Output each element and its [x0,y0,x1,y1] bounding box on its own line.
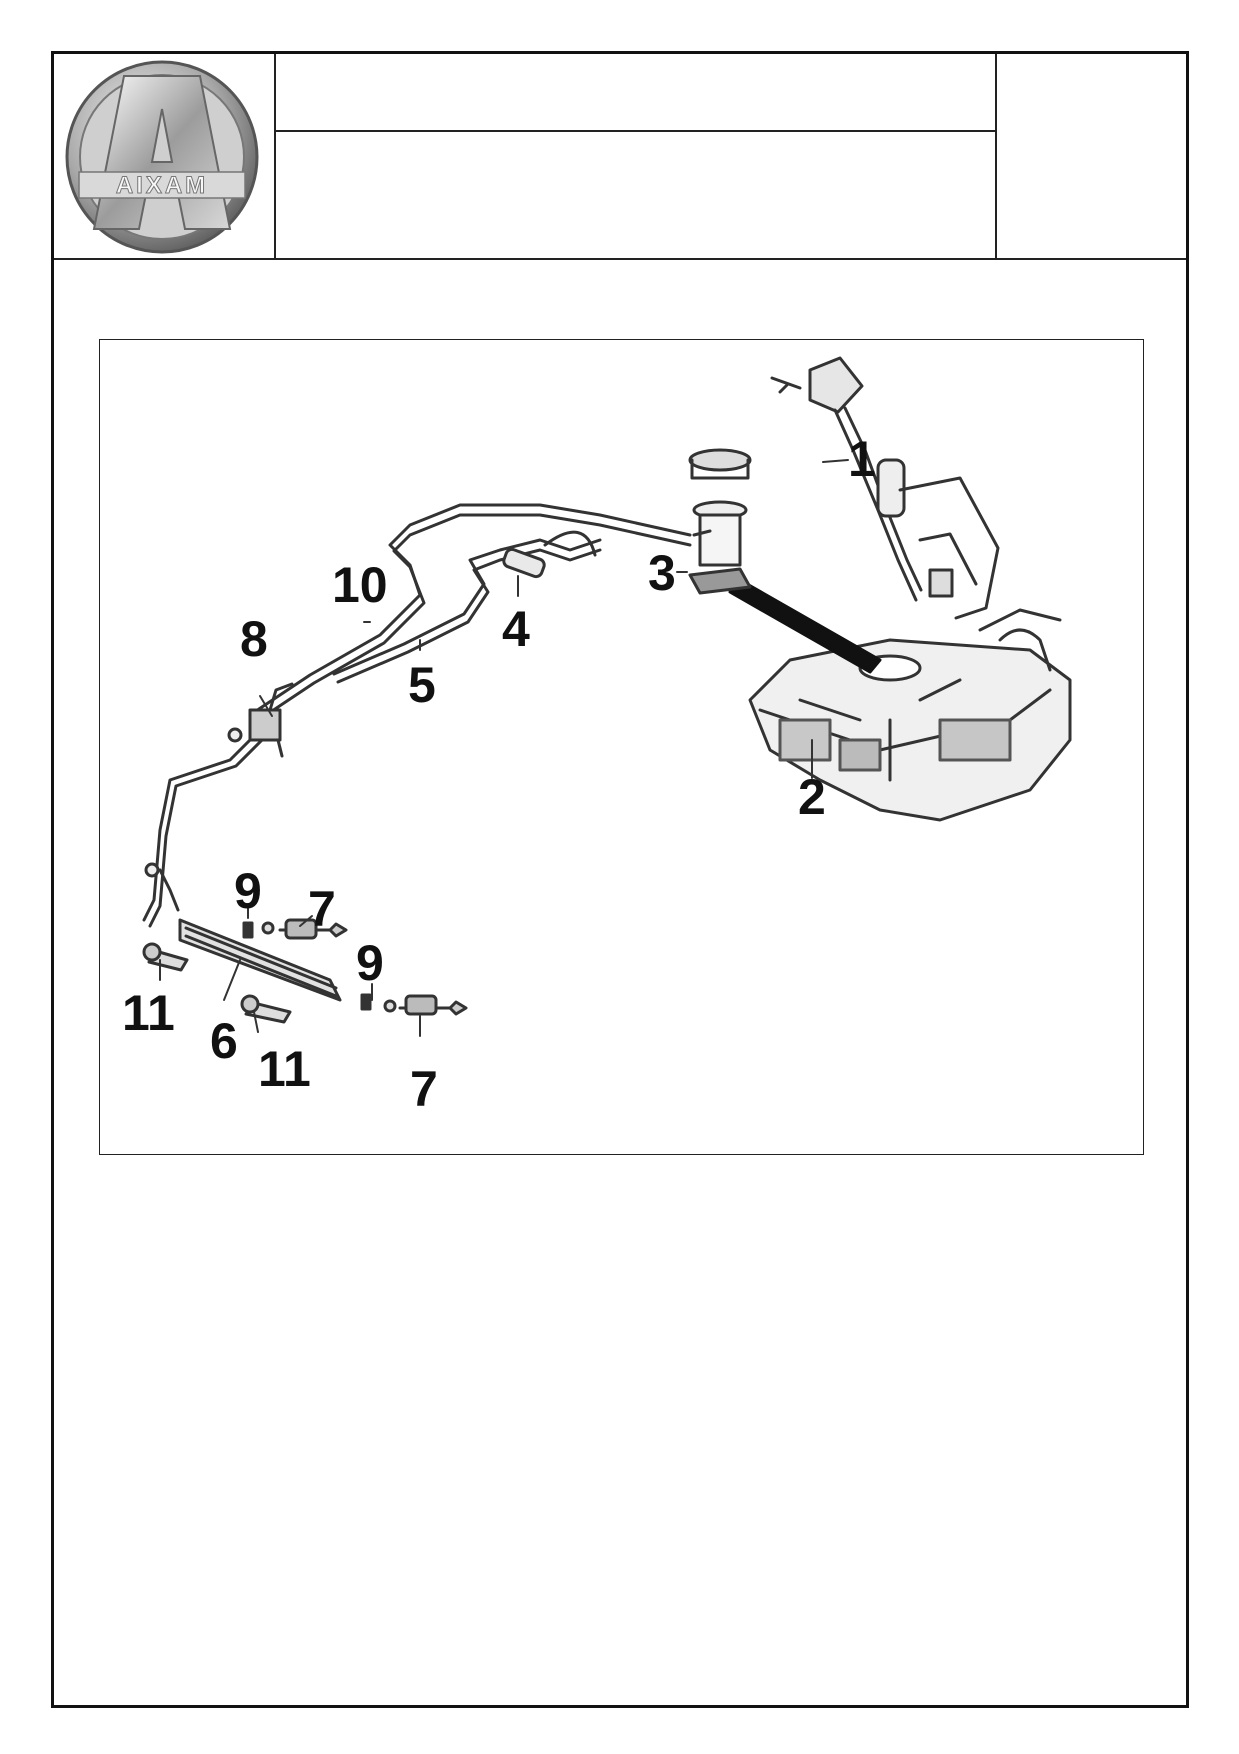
callout-11b: 11 [258,1041,311,1097]
logo-wordmark: AIXAM [116,172,208,199]
fuel-system-illustration: 1 2 3 4 5 6 7 7 8 9 9 10 11 11 [122,356,1072,1117]
injector-parts [242,918,468,1016]
callout-9a: 9 [234,863,262,919]
fuel-rail-part [144,862,342,1024]
callout-11a: 11 [122,985,175,1041]
callout-8: 8 [240,611,268,667]
callout-7a: 7 [308,881,336,937]
logo-cell: AIXAM [54,54,276,258]
fuel-pump-part [688,448,752,595]
fuel-tank-part [748,608,1072,822]
callout-1: 1 [848,431,876,487]
callout-5: 5 [408,657,436,713]
document-reference-cell [995,54,1188,258]
callout-3: 3 [648,545,676,601]
fuel-lines [142,503,692,928]
filler-neck-part [770,356,1000,620]
header: AIXAM [54,54,1186,260]
callout-2: 2 [798,769,826,825]
leader-lines [159,459,849,1037]
fuel-system-diagram: 1 2 3 4 5 6 7 7 8 9 9 10 11 11 [99,339,1144,1155]
page-frame: AIXAM [51,51,1189,1708]
pressure-regulator-part [227,682,294,758]
callout-10: 10 [332,557,388,613]
bolt-parts [142,942,260,1014]
aixam-logo: AIXAM [65,60,259,254]
title-cell-bottom [274,132,995,258]
callout-7b: 7 [410,1061,438,1117]
callout-4: 4 [502,601,530,657]
callout-9b: 9 [356,935,384,991]
callout-6: 6 [210,1013,238,1069]
title-cell-top [274,54,995,132]
